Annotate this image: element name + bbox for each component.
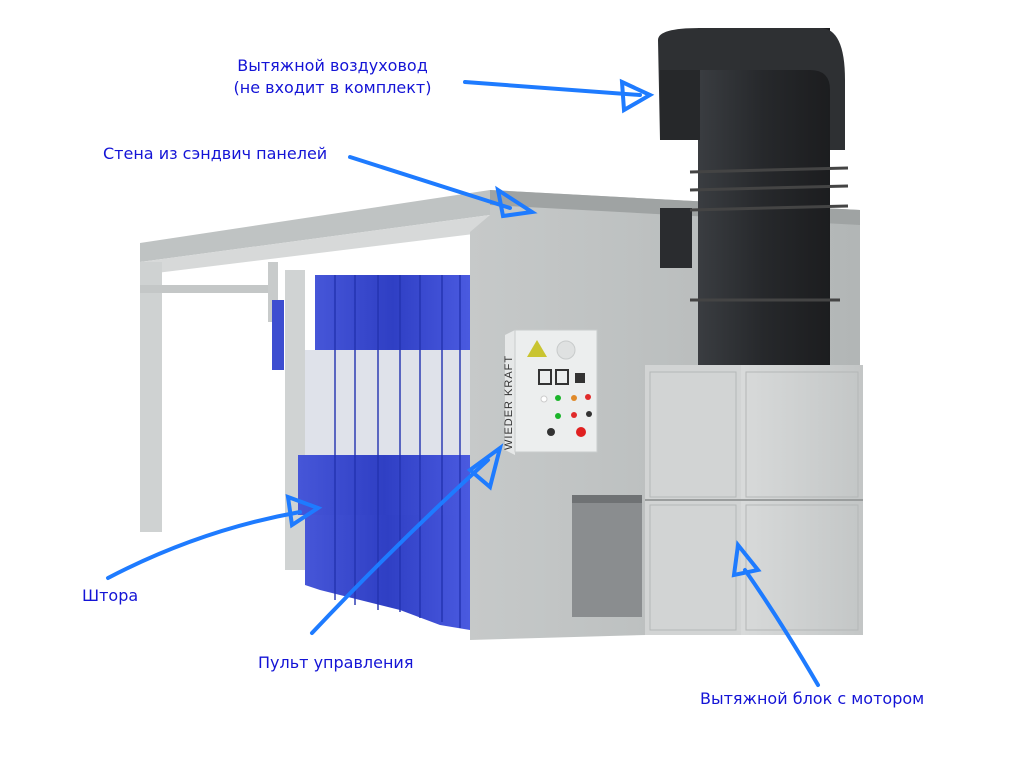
label-exhaust-duct: Вытяжной воздуховод (не входит в комплек…: [205, 55, 460, 99]
label-sandwich-wall: Стена из сэндвич панелей: [103, 144, 328, 163]
label-exhaust-duct-line2: (не входит в комплект): [233, 78, 432, 97]
arrow-exhaust-unit: [743, 568, 820, 687]
switch-green[interactable]: [555, 413, 561, 419]
control-panel: WIEDER KRAFT: [503, 329, 598, 455]
electrical-box: [572, 495, 642, 617]
arrow-curtain: [106, 510, 302, 580]
callout-arrows: [106, 78, 820, 687]
booth-frame: [140, 190, 490, 570]
switch-red[interactable]: [571, 412, 577, 418]
indicator-red: [585, 394, 591, 400]
arrow-wall: [348, 155, 512, 210]
emergency-stop-button[interactable]: [576, 427, 586, 437]
arrowhead-duct: [619, 78, 655, 114]
label-exhaust-duct-line1: Вытяжной воздуховод: [237, 56, 428, 75]
warning-icon: [527, 340, 547, 357]
front-post-left: [140, 262, 162, 532]
switch-black[interactable]: [586, 411, 592, 417]
arrowhead-wall: [495, 185, 538, 219]
arrow-duct: [463, 80, 642, 97]
arrowhead-control-panel: [466, 443, 504, 491]
indicator-orange: [571, 395, 577, 401]
label-control-panel: Пульт управления: [258, 653, 414, 672]
exhaust-duct: [658, 28, 849, 368]
exhaust-unit: [645, 365, 863, 635]
indicator-green: [555, 395, 561, 401]
brand-logo: WIEDER KRAFT: [503, 355, 515, 450]
arrowhead-exhaust-unit: [731, 540, 762, 578]
meter-1: [538, 369, 552, 385]
arrow-control-panel: [310, 458, 490, 635]
label-exhaust-unit: Вытяжной блок с мотором: [700, 689, 925, 708]
start-button[interactable]: [547, 428, 555, 436]
meter-2: [555, 369, 569, 385]
label-curtain: Штора: [82, 586, 139, 605]
arrowhead-curtain: [285, 493, 323, 529]
indicator-white: [540, 395, 548, 403]
